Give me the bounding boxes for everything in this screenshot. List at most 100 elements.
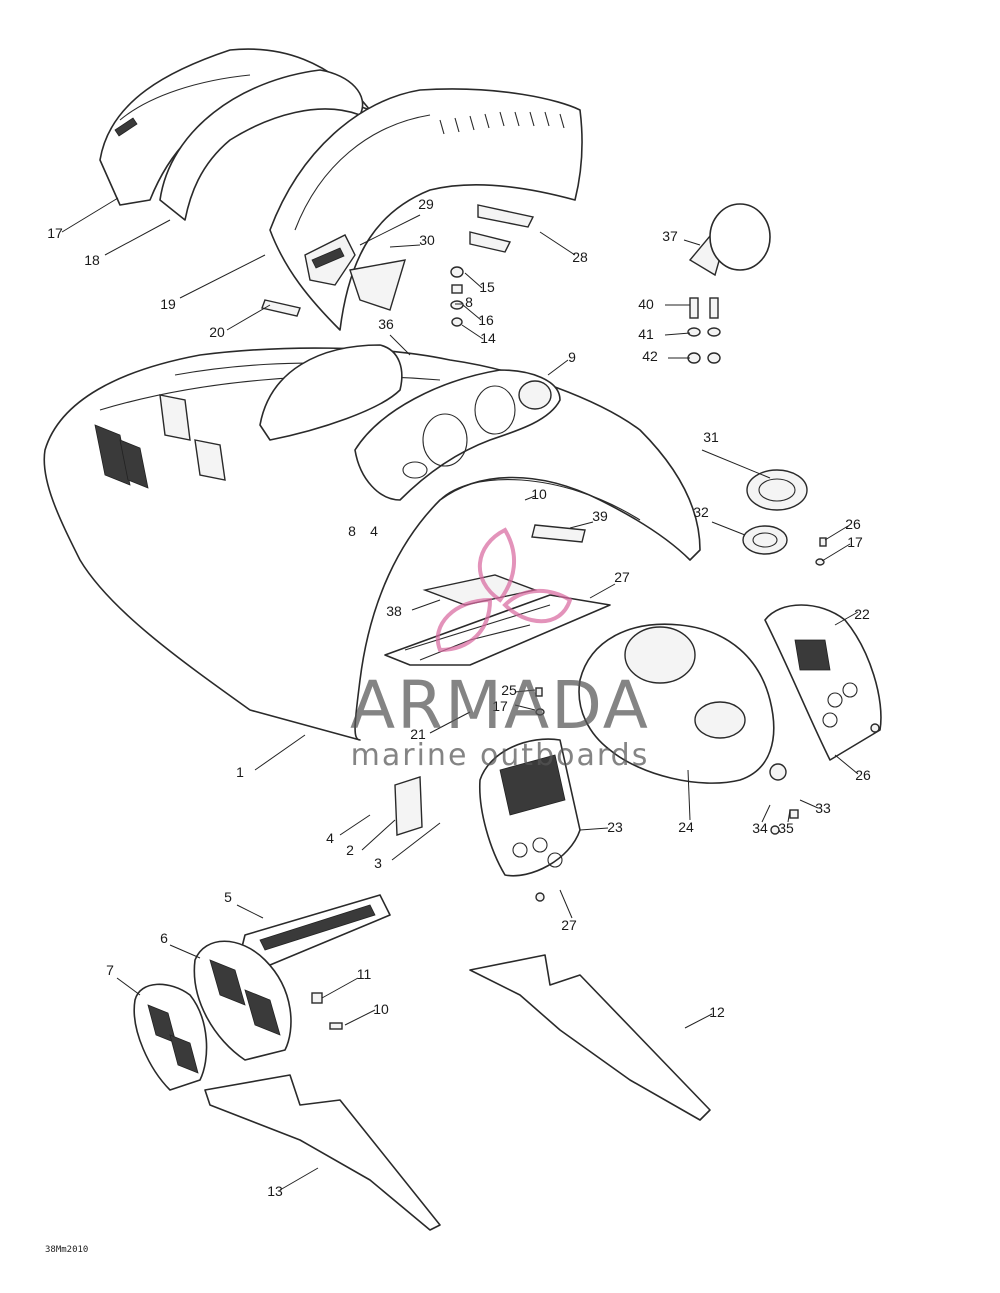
callout-number: 33 xyxy=(815,800,831,816)
callout-number: 9 xyxy=(568,349,576,365)
callout-number: 15 xyxy=(479,279,495,295)
leader-line xyxy=(684,1013,713,1029)
callout-number: 8 xyxy=(465,294,473,310)
part-23-right-panel xyxy=(764,604,882,761)
callout-number: 11 xyxy=(357,966,372,982)
callout-number: 12 xyxy=(709,1004,725,1020)
leader-line xyxy=(514,689,536,693)
leader-line xyxy=(104,219,171,256)
leader-line xyxy=(361,819,396,851)
callout-number: 22 xyxy=(854,606,870,622)
leader-line xyxy=(226,304,271,331)
leader-line xyxy=(344,1009,376,1026)
callout-number: 21 xyxy=(410,726,426,742)
leader-line xyxy=(539,231,576,256)
part-24-left-panel xyxy=(478,738,581,877)
callout-number: 27 xyxy=(614,569,630,585)
callout-number: 40 xyxy=(638,296,654,312)
part-13-decal xyxy=(204,1074,441,1231)
leader-line xyxy=(711,521,746,536)
leader-line xyxy=(683,239,701,246)
part-30-vent xyxy=(304,234,356,286)
callout-number: 20 xyxy=(209,324,225,340)
callout-number: 17 xyxy=(47,225,63,241)
callout-number: 29 xyxy=(418,196,434,212)
watermark-brand: ARMADA xyxy=(350,667,650,744)
part-9-gauge-panel xyxy=(354,369,561,501)
callout-number: 39 xyxy=(592,508,608,524)
callout-number: 18 xyxy=(84,252,100,268)
leader-line xyxy=(61,197,119,233)
part-37-cover xyxy=(259,344,403,441)
leader-line xyxy=(701,449,771,479)
part-1-hood xyxy=(43,347,701,741)
leader-line xyxy=(589,583,616,599)
leader-line xyxy=(547,359,569,376)
leader-line xyxy=(821,543,851,562)
part-25-console xyxy=(578,623,775,784)
callout-number: 38 xyxy=(386,603,402,619)
callout-number: 4 xyxy=(326,830,334,846)
armada-watermark: ARMADA marine outboards xyxy=(350,527,650,773)
part-31-deflector xyxy=(349,231,512,311)
leader-line xyxy=(411,599,441,611)
callout-number: 10 xyxy=(531,486,547,502)
part-38-mirror xyxy=(688,203,771,277)
callout-number: 13 xyxy=(267,1183,283,1199)
callout-number: 42 xyxy=(642,348,658,364)
callout-number: 17 xyxy=(847,534,863,550)
watermark-tagline: marine outboards xyxy=(351,738,650,773)
callout-number: 2 xyxy=(346,842,354,858)
leader-line xyxy=(429,711,471,734)
callout-number: 5 xyxy=(224,889,232,905)
leader-line xyxy=(391,822,441,861)
part-7-grille xyxy=(133,983,208,1091)
leader-line xyxy=(514,704,536,711)
part-28-tray xyxy=(384,594,611,666)
callout-number: 30 xyxy=(419,232,435,248)
callout-number: 23 xyxy=(607,819,623,835)
leader-line xyxy=(524,495,536,501)
hardware-stack-15-8-16-14 xyxy=(450,266,464,327)
callout-number: 24 xyxy=(678,819,694,835)
leader-line xyxy=(279,1167,319,1191)
leader-line xyxy=(116,977,141,996)
callout-number: 26 xyxy=(845,516,861,532)
leader-line xyxy=(569,521,594,529)
leader-line xyxy=(579,827,609,831)
leader-line xyxy=(824,525,849,541)
part-40-strip xyxy=(531,524,586,543)
leader-line xyxy=(559,889,573,919)
callout-number: 25 xyxy=(501,682,517,698)
callout-number: 17 xyxy=(492,698,508,714)
part-6-grille xyxy=(193,940,292,1061)
callout-number: 10 xyxy=(373,1001,389,1017)
leader-line xyxy=(359,214,421,246)
leader-line xyxy=(254,734,306,771)
leader-line xyxy=(664,332,691,336)
callout-number: 41 xyxy=(638,326,654,342)
callout-number: 8 xyxy=(348,523,356,539)
callout-number: 28 xyxy=(572,249,588,265)
leader-line xyxy=(389,334,411,356)
leader-line xyxy=(464,272,483,289)
leader-line xyxy=(462,304,482,321)
callout-number: 7 xyxy=(106,962,114,978)
hardware-11-10 xyxy=(311,992,343,1030)
armada-logo-icon xyxy=(436,527,573,653)
callout-number: 27 xyxy=(561,917,577,933)
callout-number: 3 xyxy=(374,855,382,871)
callout-number: 31 xyxy=(703,429,719,445)
hardware-26-17-27 xyxy=(535,537,880,902)
leader-line xyxy=(389,244,421,248)
callout-number: 32 xyxy=(693,504,709,520)
leader-line xyxy=(169,944,201,959)
callout-number: 36 xyxy=(378,316,394,332)
callout-number: 4 xyxy=(370,523,378,539)
part-5-vent xyxy=(239,894,391,966)
callout-number: 19 xyxy=(160,296,176,312)
callout-number: 6 xyxy=(160,930,168,946)
part-33-gasket xyxy=(742,525,788,555)
callout-number: 1 xyxy=(236,764,244,780)
leader-line xyxy=(834,611,859,626)
